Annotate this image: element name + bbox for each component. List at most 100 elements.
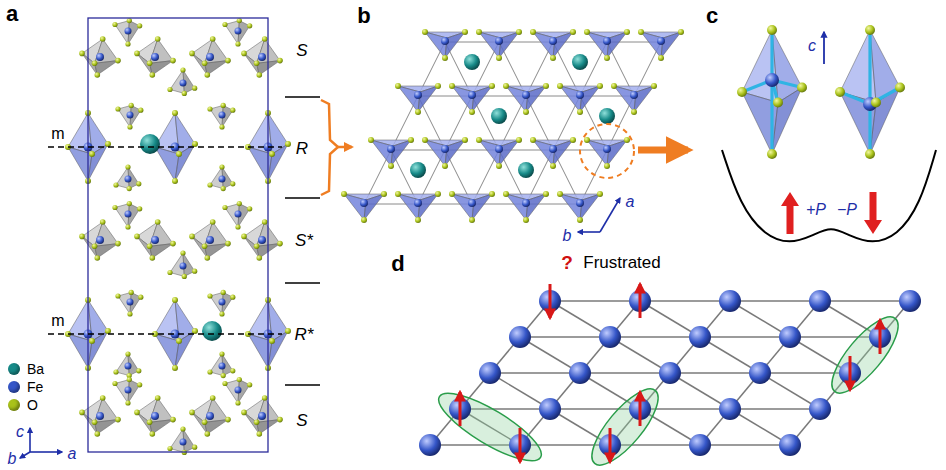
o-atom: [254, 244, 260, 250]
o-atom: [476, 137, 482, 143]
o-atom: [136, 368, 141, 373]
o-atom: [865, 149, 875, 159]
polyhedron-face: [150, 398, 173, 422]
o-atom: [503, 83, 509, 89]
fe-atom: [125, 28, 132, 35]
o-atom: [285, 328, 291, 334]
o-atom: [257, 431, 263, 437]
polyhedron-face: [587, 140, 609, 166]
fe-site: [539, 398, 561, 420]
o-atom: [604, 163, 610, 169]
polyhedron-face: [533, 32, 555, 58]
polyhedron-face: [82, 53, 97, 75]
layer-separator: [285, 282, 320, 284]
lattice-line: [520, 336, 610, 338]
fe-atom: [180, 263, 187, 270]
o-atom: [125, 224, 130, 229]
o-atom: [207, 369, 212, 374]
o-atom: [584, 29, 590, 35]
o-atom: [205, 255, 211, 261]
figure-label: −P: [837, 202, 857, 218]
o-atom: [115, 417, 121, 423]
polyhedron-face: [244, 236, 259, 258]
o-atom: [100, 395, 106, 401]
fe-site: [659, 362, 681, 384]
fe-atom: [495, 145, 503, 153]
fe-atom: [495, 37, 503, 45]
o-atom: [221, 373, 226, 378]
o-atom: [125, 164, 130, 169]
polyhedron-face: [553, 32, 573, 58]
polyhedron-face: [506, 194, 528, 220]
polyhedron-face: [82, 412, 97, 434]
o-atom: [415, 109, 421, 115]
o-atom: [235, 400, 240, 405]
fe-atom: [180, 439, 187, 446]
legend: BaFeO: [8, 360, 44, 414]
o-atom: [361, 217, 367, 223]
o-atom: [92, 61, 98, 67]
ba-atom: [572, 54, 588, 70]
o-atom: [172, 365, 178, 371]
o-atom: [92, 420, 98, 426]
fe-site: [719, 290, 741, 312]
fe-atom: [258, 236, 266, 244]
mirror-plane: [48, 333, 282, 334]
panel-b-lattice: [341, 29, 688, 232]
o-atom: [516, 137, 522, 143]
ba-atom: [491, 108, 507, 124]
o-atom: [489, 191, 495, 197]
o-atom: [597, 191, 603, 197]
polyhedron-face: [560, 194, 582, 220]
fe-atom: [206, 236, 214, 244]
o-atom: [277, 58, 283, 64]
o-atom: [112, 22, 117, 27]
o-atom: [773, 98, 783, 108]
o-atom: [79, 234, 85, 240]
o-atom: [550, 55, 556, 61]
fe-site: [419, 434, 441, 456]
fe-atom: [522, 199, 530, 207]
o-atom: [767, 25, 777, 35]
o-atom: [368, 137, 374, 143]
polyhedron-face: [344, 194, 366, 220]
spin-arrow: [549, 284, 552, 318]
o-atom: [388, 163, 394, 169]
o-atom: [105, 141, 111, 147]
fe-atom: [235, 387, 242, 394]
o-atom: [210, 36, 216, 42]
o-atom: [225, 58, 231, 64]
o-atom: [767, 149, 777, 159]
o-atom: [604, 55, 610, 61]
polyhedron-face: [95, 398, 118, 422]
fe-site: [899, 290, 921, 312]
o-atom: [115, 106, 120, 111]
o-atom: [210, 395, 216, 401]
polyhedron-face: [452, 194, 474, 220]
ba-atom: [518, 162, 534, 178]
o-atom: [112, 205, 117, 210]
legend-text: O: [27, 397, 38, 413]
polyhedron-face: [641, 32, 663, 58]
polyhedron-face: [95, 39, 118, 63]
mirror-plane: [48, 146, 282, 147]
o-atom: [127, 201, 132, 206]
fe-atom: [180, 80, 187, 87]
fe-atom: [206, 53, 214, 61]
o-atom: [496, 163, 502, 169]
polyhedron-face: [82, 236, 97, 258]
fe-atom: [576, 199, 584, 207]
legend-row: Fe: [8, 378, 44, 396]
fe-atom: [441, 145, 449, 153]
polyhedron-face: [137, 236, 152, 258]
o-atom: [241, 410, 247, 416]
fe-atom: [549, 37, 557, 45]
o-atom: [136, 181, 141, 186]
o-atom: [125, 400, 130, 405]
o-atom: [192, 86, 197, 91]
figure-label: S: [296, 42, 307, 59]
fe-site: [749, 362, 771, 384]
polyhedron-face: [155, 147, 179, 181]
o-atom: [95, 255, 101, 261]
o-atom: [225, 241, 231, 247]
